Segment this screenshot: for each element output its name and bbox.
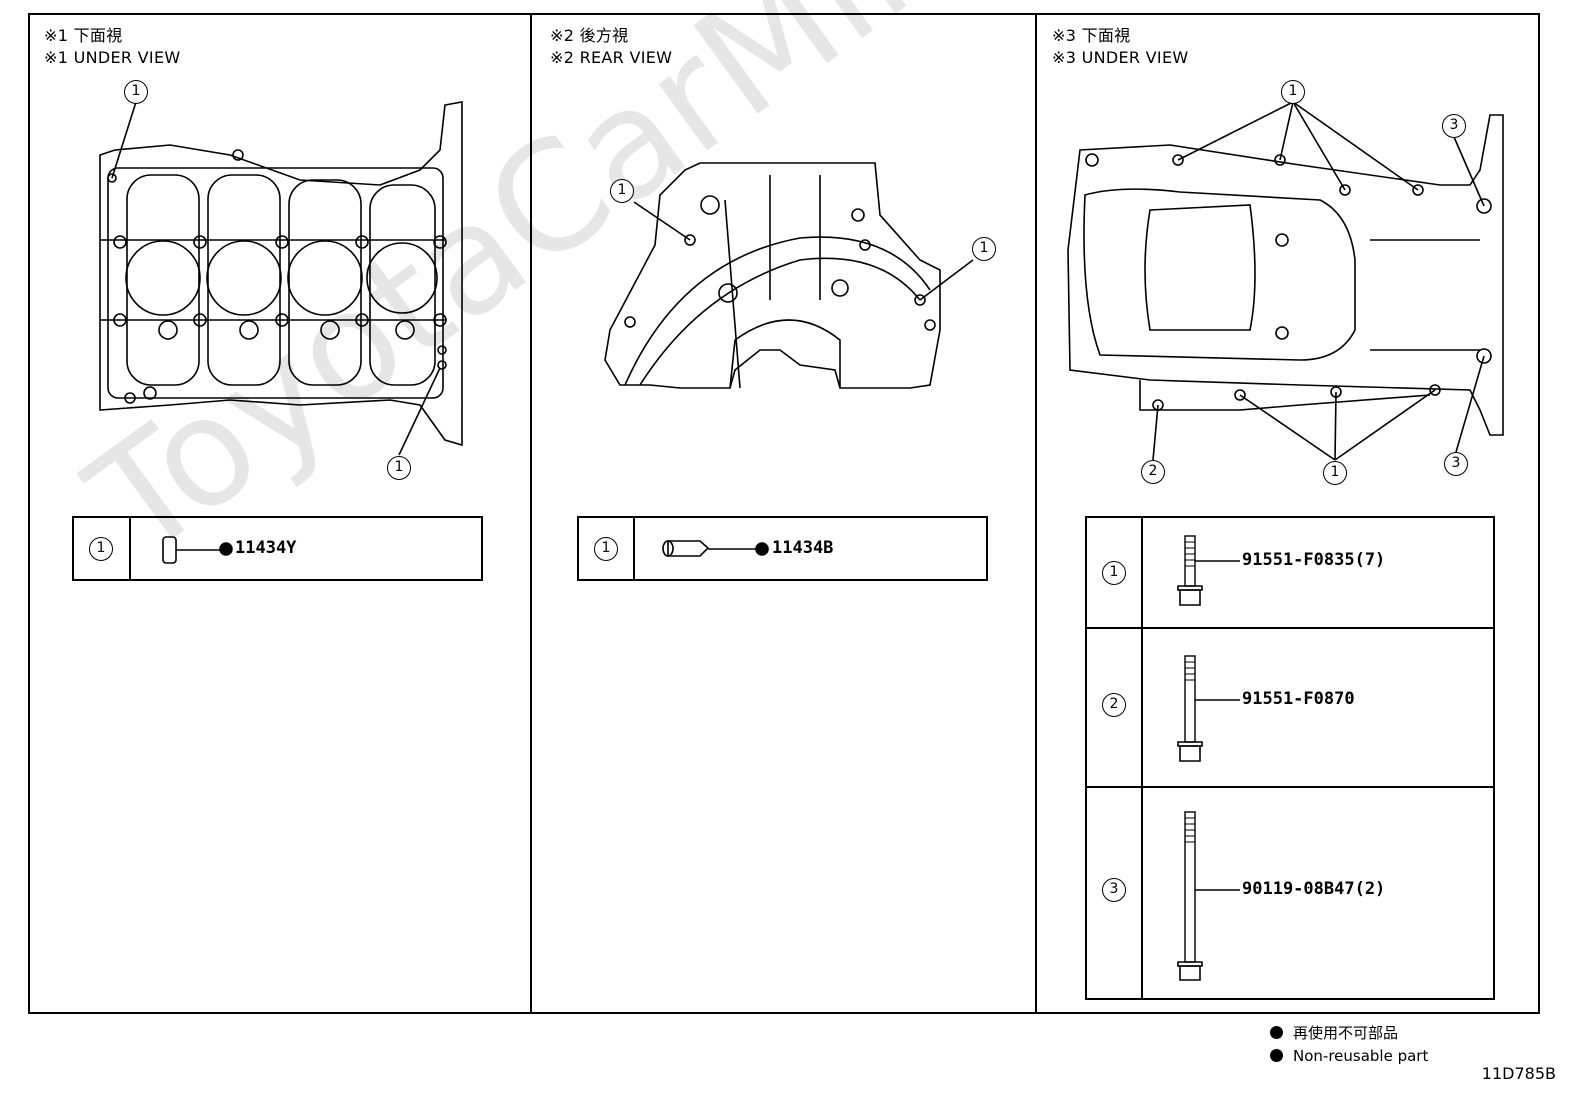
callout-1: 1 [387, 456, 411, 480]
panel-2-title: ※2 後方視※2 REAR VIEW [550, 26, 673, 67]
part-number: 91551-F0835(7) [1242, 550, 1386, 570]
panel-3-title: ※3 下面視※3 UNDER VIEW [1052, 26, 1189, 67]
table-ref-1: 1 [1102, 561, 1126, 585]
table-ref-2: 2 [1102, 693, 1126, 717]
callout-3: 3 [1444, 452, 1468, 476]
callout-1: 1 [1323, 461, 1347, 485]
nonreusable-dot-icon [219, 542, 233, 556]
lower-case-under-view-drawing [1067, 101, 1504, 461]
panel-divider [530, 13, 532, 1014]
panel-divider [1035, 13, 1037, 1014]
nonreusable-dot-icon [1270, 1049, 1283, 1062]
callout-2: 2 [1141, 460, 1165, 484]
callout-1: 1 [972, 237, 996, 261]
engine-block-under-view-drawing [99, 101, 463, 456]
straight-pin-icon [667, 540, 710, 557]
callout-1: 1 [610, 179, 634, 203]
nonreusable-dot-icon [1270, 1026, 1283, 1039]
bolt-3-icon [1177, 811, 1240, 981]
bolt-2-icon [1177, 655, 1240, 762]
callout-1: 1 [124, 80, 148, 104]
bolt-1-icon [1177, 535, 1240, 606]
callout-1: 1 [1281, 80, 1305, 104]
parts-table-2 [577, 516, 988, 581]
part-number: 11434Y [235, 538, 297, 558]
diagram-frame [28, 13, 1540, 1014]
parts-table-1 [72, 516, 483, 581]
part-number: 90119-08B47(2) [1242, 879, 1386, 899]
panel-1-title: ※1 下面視※1 UNDER VIEW [44, 26, 181, 67]
table-ref-1: 1 [89, 537, 113, 561]
engine-block-rear-view-drawing [604, 162, 974, 389]
figure-code: 11D785B [1481, 1064, 1556, 1083]
table-ref-1: 1 [594, 537, 618, 561]
part-number: 11434B [772, 538, 834, 558]
pin-icon [162, 536, 177, 564]
legend-en: Non-reusable part [1270, 1047, 1428, 1065]
parts-table-3 [1085, 516, 1495, 1000]
part-number: 91551-F0870 [1242, 689, 1355, 709]
table-ref-3: 3 [1102, 878, 1126, 902]
legend-jp: 再使用不可部品 [1270, 1022, 1398, 1043]
callout-3: 3 [1442, 114, 1466, 138]
